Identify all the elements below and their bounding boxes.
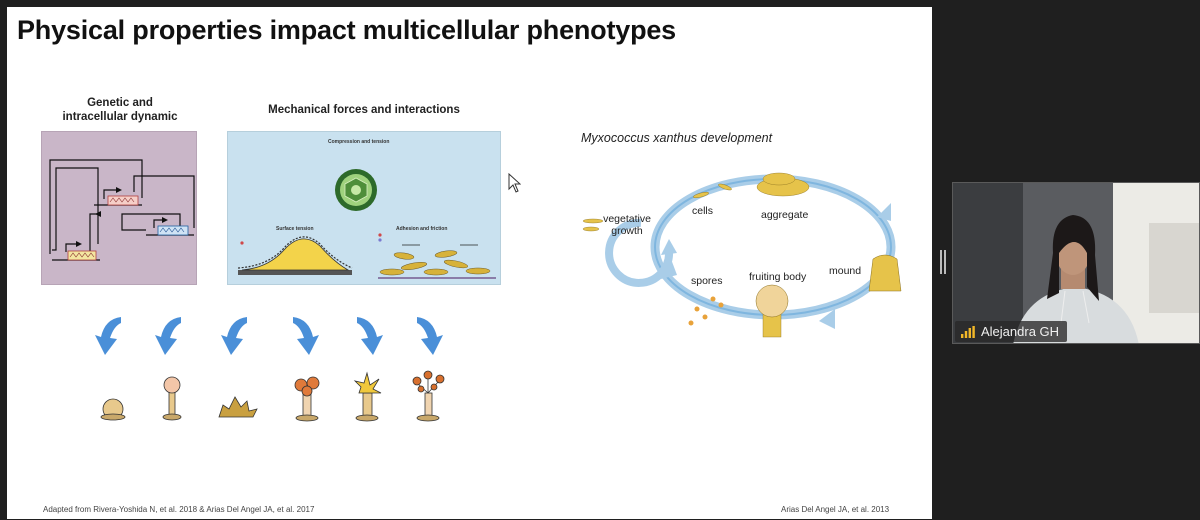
participant-video-tile[interactable] (952, 182, 1200, 344)
adhesion-label: Adhesion and friction (396, 226, 448, 232)
footer-citation-right: Arias Del Angel JA, et al. 2013 (781, 505, 890, 514)
label-fruiting-body: fruiting body (749, 271, 807, 283)
mechanical-forces-diagram: Compression and tension Surface tension … (227, 131, 501, 285)
label-cells: cells (692, 205, 714, 217)
footer-citation-left: Adapted from Rivera-Yoshida N, et al. 20… (43, 505, 315, 514)
label-mound: mound (829, 265, 862, 277)
shared-slide: Physical properties impact multicellular… (7, 7, 932, 519)
mechanical-forces-svg (237, 169, 496, 279)
participant-video-frame (953, 183, 1199, 343)
genetic-caption: Genetic and intracellular dynamic (62, 97, 178, 123)
compression-label: Compression and tension (328, 139, 390, 145)
label-spores: spores (691, 275, 723, 287)
slide-title: Physical properties impact multicellular… (17, 15, 676, 45)
panel-resize-handle[interactable] (940, 250, 946, 274)
label-aggregate: aggregate (761, 209, 809, 221)
surface-tension-label: Surface tension (276, 226, 314, 232)
signal-bars-icon (961, 325, 975, 338)
mouse-cursor-icon (508, 173, 521, 193)
participant-name-badge: Alejandra GH (955, 321, 1068, 342)
mechanical-caption: Mechanical forces and interactions (268, 104, 460, 116)
label-vegetative-growth: vegetative growth (603, 213, 651, 237)
blue-arrows-svg (95, 317, 443, 355)
gene-network-svg (49, 159, 195, 261)
genetic-network-diagram (41, 131, 197, 285)
participant-name: Alejandra GH (981, 324, 1060, 339)
myxococcus-cycle-svg (582, 172, 902, 338)
organisms-svg (100, 370, 445, 422)
cycle-title: Myxococcus xanthus development (581, 131, 773, 145)
